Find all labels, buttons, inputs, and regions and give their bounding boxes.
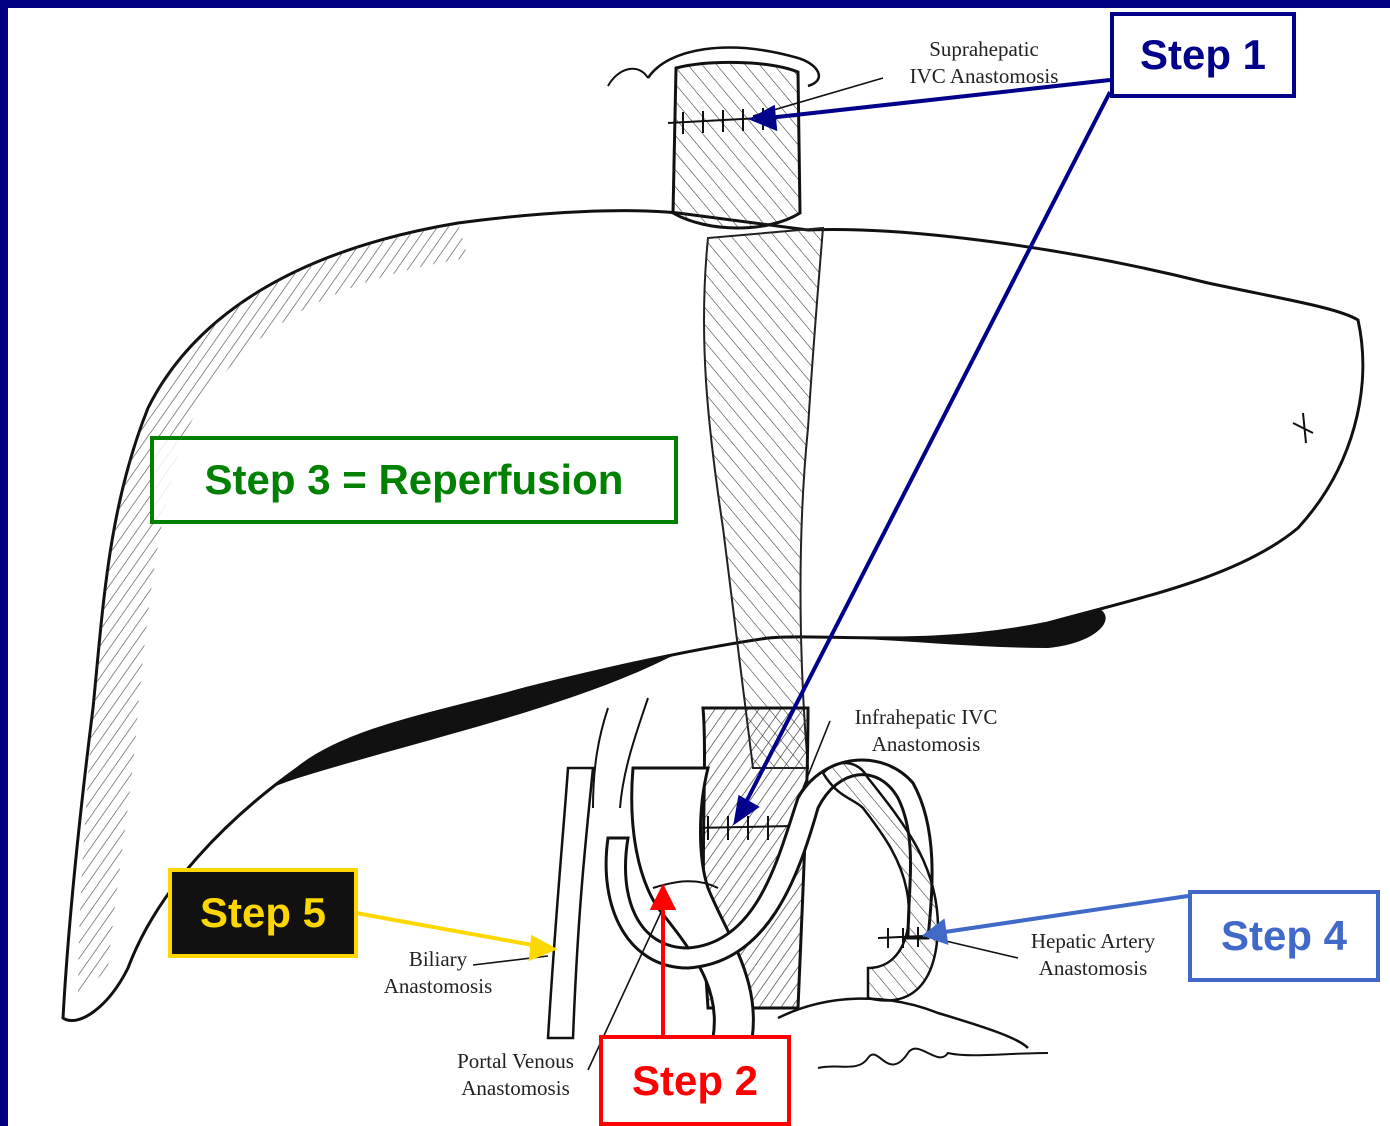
label-suprahepatic: Suprahepatic IVC Anastomosis: [884, 36, 1084, 90]
liver-illustration: [8, 8, 1390, 1126]
mesenteric-tissue: [778, 999, 1028, 1048]
bile-duct: [548, 768, 593, 1038]
label-portal-line2: Anastomosis: [433, 1075, 598, 1102]
label-infrahepatic-line2: Anastomosis: [826, 731, 1026, 758]
label-biliary-line1: Biliary: [363, 946, 513, 973]
artist-signature: [818, 1049, 1048, 1068]
slide: Suprahepatic IVC Anastomosis Infrahepati…: [8, 8, 1390, 1126]
label-portal-line1: Portal Venous: [433, 1048, 598, 1075]
step2-box: Step 2: [599, 1035, 791, 1126]
label-infrahepatic: Infrahepatic IVC Anastomosis: [826, 704, 1026, 758]
label-hepatic-artery-line2: Anastomosis: [1008, 955, 1178, 982]
step4-box: Step 4: [1188, 890, 1380, 982]
label-biliary-line2: Anastomosis: [363, 973, 513, 1000]
step1-box: Step 1: [1110, 12, 1296, 98]
step3-box: Step 3 = Reperfusion: [150, 436, 678, 524]
label-suprahepatic-line1: Suprahepatic: [884, 36, 1084, 63]
label-hepatic-artery: Hepatic Artery Anastomosis: [1008, 928, 1178, 982]
label-hepatic-artery-line1: Hepatic Artery: [1008, 928, 1178, 955]
suprahepatic-ivc: [673, 62, 800, 228]
step5-box: Step 5: [168, 868, 358, 958]
label-infrahepatic-line1: Infrahepatic IVC: [826, 704, 1026, 731]
label-biliary: Biliary Anastomosis: [363, 946, 513, 1000]
label-portal-venous: Portal Venous Anastomosis: [433, 1048, 598, 1102]
label-suprahepatic-line2: IVC Anastomosis: [884, 63, 1084, 90]
